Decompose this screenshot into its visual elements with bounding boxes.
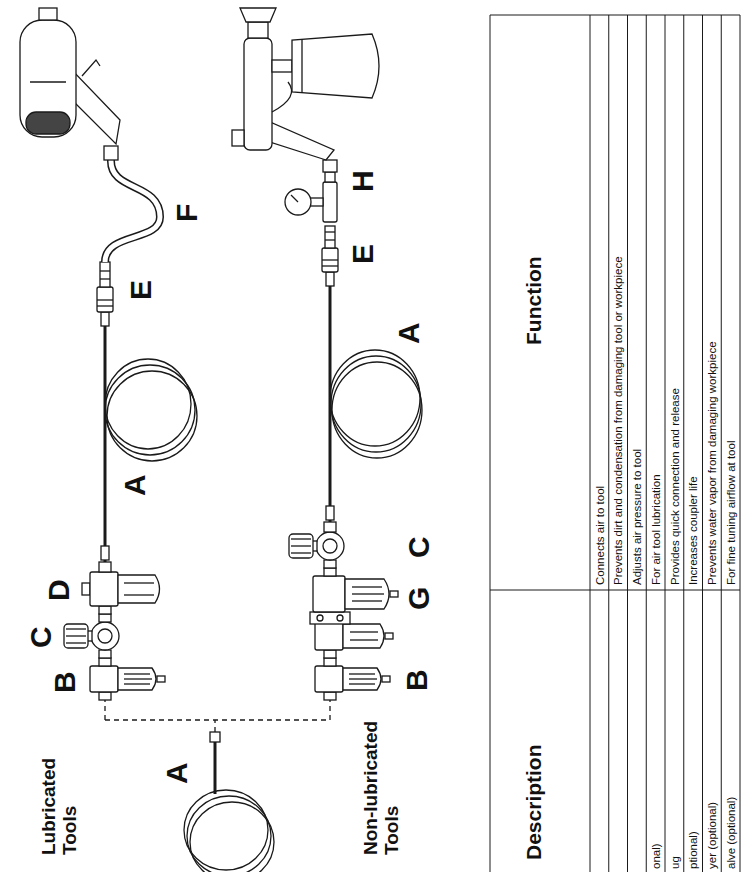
whip-hose bbox=[105, 160, 160, 262]
group-label: Non-lubricated Tools bbox=[360, 695, 402, 855]
table-cell: onal) bbox=[649, 843, 663, 869]
callout-letter: B bbox=[48, 671, 82, 693]
table-cell: alve (optional) bbox=[724, 797, 738, 869]
impact-wrench bbox=[20, 8, 120, 160]
regulator-lower bbox=[289, 522, 344, 568]
callout-letter: A bbox=[392, 322, 426, 344]
table-cell: ug bbox=[668, 856, 682, 869]
group-label: Lubricated Tools bbox=[38, 735, 80, 855]
table-cell: yer (optional) bbox=[705, 802, 719, 869]
dryer-unit bbox=[310, 568, 398, 658]
regulator-upper bbox=[64, 614, 119, 658]
callout-letter: C bbox=[24, 626, 58, 648]
callout-letter: E bbox=[124, 280, 158, 300]
callout-letter: A bbox=[118, 474, 152, 496]
table-cell: For air tool lubrication bbox=[649, 474, 663, 585]
callout-letter: G bbox=[402, 587, 436, 610]
table-cell: Increases coupler life bbox=[686, 476, 700, 585]
flow-valve-gauge bbox=[285, 172, 337, 222]
callout-letter: E bbox=[346, 244, 380, 264]
table-cell: Adjusts air pressure to tool bbox=[630, 449, 644, 585]
callout-letter: H bbox=[346, 170, 380, 192]
function-table bbox=[490, 15, 740, 872]
dashed-branch bbox=[105, 700, 330, 732]
callout-letter: D bbox=[42, 579, 76, 601]
callout-letter: C bbox=[402, 536, 436, 558]
filter-upper bbox=[90, 658, 165, 700]
table-header: Function bbox=[522, 256, 546, 345]
hose-upper bbox=[101, 312, 197, 562]
coupler-upper bbox=[97, 262, 113, 312]
table-cell: Provides quick connection and release bbox=[668, 388, 682, 585]
table-cell: For fine tuning airflow at tool bbox=[724, 441, 738, 585]
coupler-lower bbox=[322, 226, 338, 272]
table-cell: Prevents water vapor from damaging workp… bbox=[705, 341, 719, 585]
table-cell: Connects air to tool bbox=[593, 486, 607, 585]
table-header: Description bbox=[522, 744, 546, 860]
callout-letter: B bbox=[400, 669, 434, 691]
callout-letter: A bbox=[160, 762, 194, 784]
table-cell: Prevents dirt and condensation from dama… bbox=[611, 256, 625, 585]
spray-gun bbox=[232, 8, 379, 172]
filter-lower bbox=[315, 658, 390, 700]
supply-hose bbox=[184, 732, 274, 872]
callout-letter: F bbox=[170, 204, 204, 222]
lubricator-upper bbox=[82, 562, 160, 614]
hose-lower bbox=[326, 272, 422, 522]
table-cell: ptional) bbox=[686, 831, 700, 869]
